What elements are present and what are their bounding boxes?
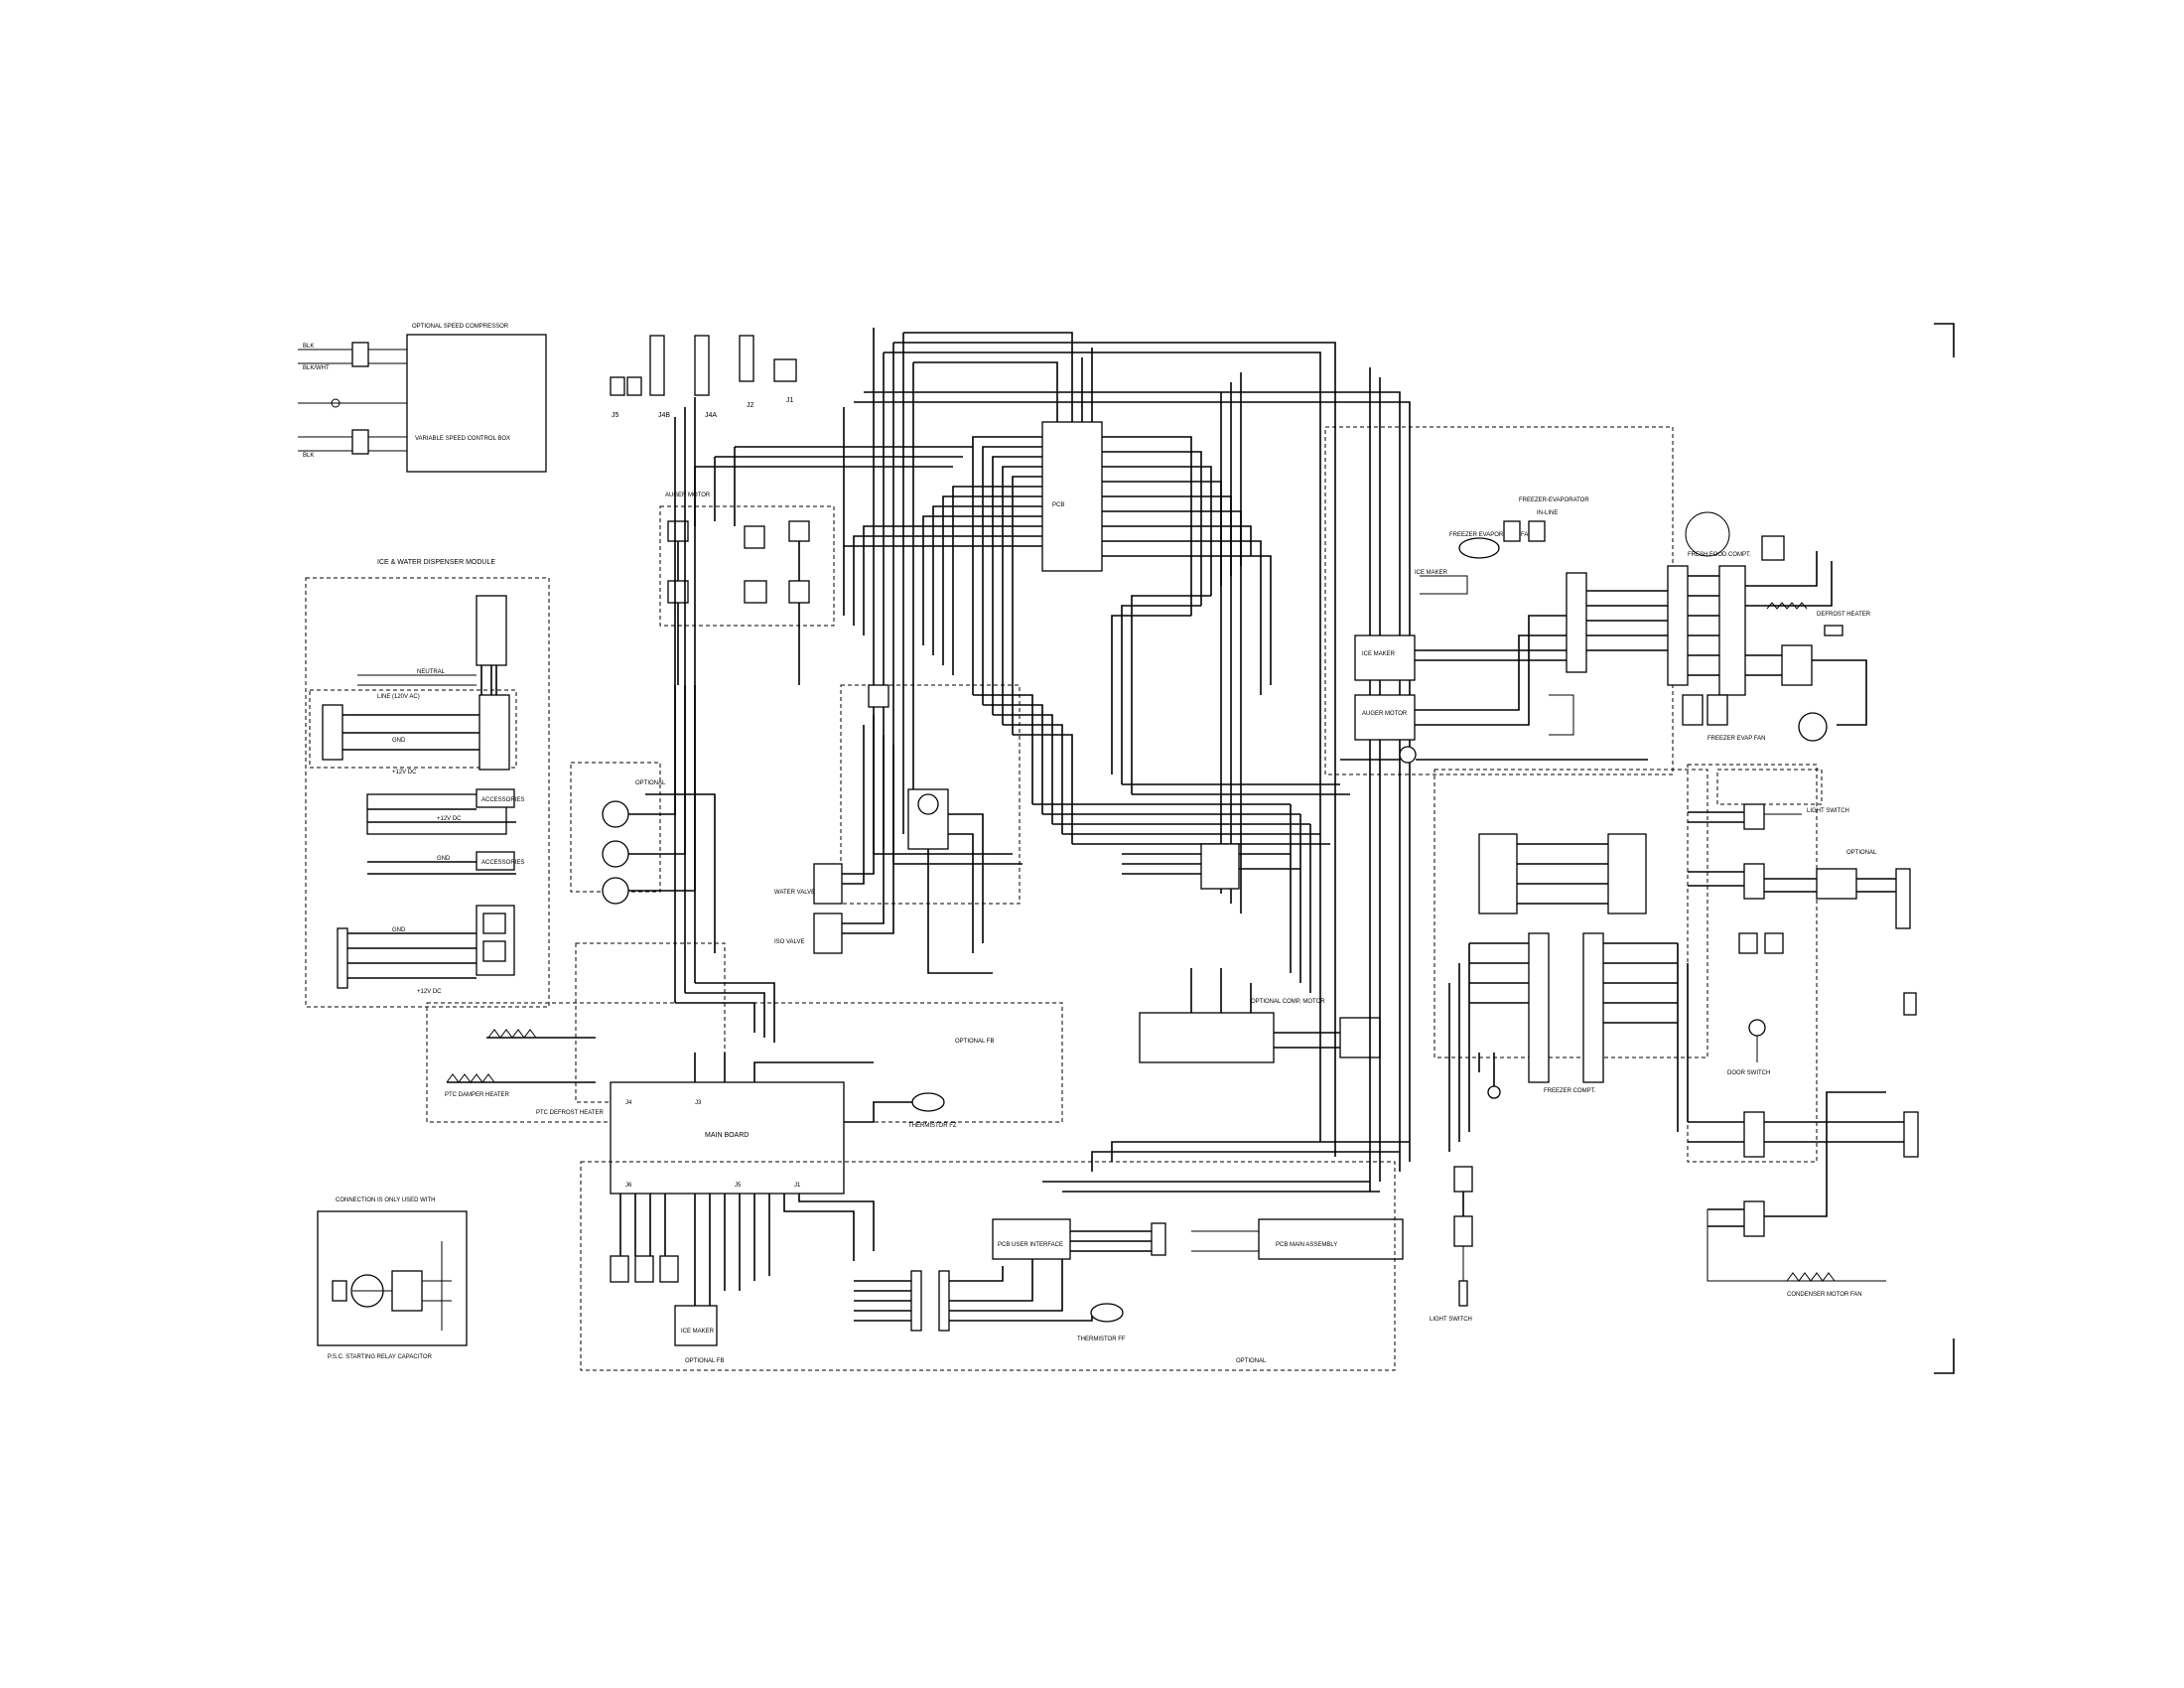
svg-text:PTC DEFROST HEATER: PTC DEFROST HEATER xyxy=(536,1110,604,1116)
svg-text:PTC DAMPER HEATER: PTC DAMPER HEATER xyxy=(445,1092,510,1098)
svg-text:FREEZER EVAP FAN: FREEZER EVAP FAN xyxy=(1707,736,1765,742)
svg-text:NEUTRAL: NEUTRAL xyxy=(417,669,446,675)
svg-text:DOOR SWITCH: DOOR SWITCH xyxy=(1727,1070,1770,1076)
svg-text:FREEZER EVAPORATOR FAN: FREEZER EVAPORATOR FAN xyxy=(1449,532,1533,538)
svg-text:GND: GND xyxy=(392,738,406,744)
svg-text:P.S.C. STARTING RELAY CAPACITO: P.S.C. STARTING RELAY CAPACITOR xyxy=(328,1354,433,1360)
svg-text:J1: J1 xyxy=(786,397,794,404)
svg-text:MAIN BOARD: MAIN BOARD xyxy=(705,1132,749,1139)
svg-text:CONDENSER MOTOR FAN: CONDENSER MOTOR FAN xyxy=(1787,1292,1862,1298)
svg-text:FRESH FOOD COMPT.: FRESH FOOD COMPT. xyxy=(1688,552,1751,558)
svg-text:THERMISTOR FZ: THERMISTOR FZ xyxy=(908,1123,957,1129)
svg-text:GND: GND xyxy=(437,856,451,862)
svg-text:BLK/WHT: BLK/WHT xyxy=(303,365,330,371)
svg-text:J4B: J4B xyxy=(658,412,670,419)
svg-text:J1: J1 xyxy=(794,1183,801,1189)
svg-text:BLK: BLK xyxy=(303,453,314,459)
svg-text:PCB: PCB xyxy=(1052,502,1064,508)
svg-text:ICE & WATER DISPENSER MODULE: ICE & WATER DISPENSER MODULE xyxy=(377,559,495,566)
right-switches: LIGHT SWITCH OPTIONAL DOOR SWITCH CONDEN… xyxy=(1688,769,1919,1298)
water-valve-section: WATER VALVE ISO VALVE xyxy=(774,684,1021,974)
svg-text:ICE MAKER: ICE MAKER xyxy=(681,1329,715,1335)
svg-text:FREEZER COMPT.: FREEZER COMPT. xyxy=(1544,1088,1596,1094)
svg-text:GND: GND xyxy=(392,927,406,933)
svg-text:OPTIONAL: OPTIONAL xyxy=(635,780,666,786)
svg-text:J4: J4 xyxy=(625,1100,632,1106)
svg-text:BLK: BLK xyxy=(303,344,314,350)
ff-lights: OPTIONAL xyxy=(570,685,696,905)
svg-text:ICE MAKER: ICE MAKER xyxy=(1415,570,1448,576)
variable-speed-control-box: OPTIONAL SPEED COMPRESSOR VARIABLE SPEED… xyxy=(298,324,547,473)
ice-water-dispenser-module: ICE & WATER DISPENSER MODULE NEUTRAL LIN… xyxy=(305,559,550,1008)
svg-text:LIGHT SWITCH: LIGHT SWITCH xyxy=(1807,808,1849,814)
center-lower-box: OPTIONAL COMP, MOTOR xyxy=(1122,843,1381,1063)
svg-text:PCB USER INTERFACE: PCB USER INTERFACE xyxy=(998,1242,1063,1248)
bottom-harness: THERMISTOR FF OPTIONAL FB OPTIONAL xyxy=(580,1161,1396,1371)
svg-text:+12V DC: +12V DC xyxy=(392,770,417,775)
svg-text:FREEZER-EVAPORATOR: FREEZER-EVAPORATOR xyxy=(1519,497,1589,503)
svg-text:CONNECTION IS ONLY USED WITH: CONNECTION IS ONLY USED WITH xyxy=(336,1197,435,1203)
svg-text:IN-LINE: IN-LINE xyxy=(1537,510,1558,516)
svg-text:OPTIONAL FB: OPTIONAL FB xyxy=(955,1039,994,1045)
damper-heater-section: PTC DAMPER HEATER PTC DEFROST HEATER OPT… xyxy=(426,942,1063,1123)
svg-text:ACCESSORIES: ACCESSORIES xyxy=(481,860,524,866)
svg-text:+12V DC: +12V DC xyxy=(417,989,442,995)
svg-text:OPTIONAL SPEED COMPRESSOR: OPTIONAL SPEED COMPRESSOR xyxy=(412,324,509,330)
main-board: MAIN BOARD J4 J3 J1 J6 J5 ICE MAKER THER… xyxy=(610,1053,957,1346)
freezer-compartment-connectors: FREEZER COMPT. xyxy=(1433,769,1708,1152)
outer-harness xyxy=(645,367,1411,1193)
pcb-user-interface: PCB USER INTERFACE PCB MAIN ASSEMBLY xyxy=(992,1218,1404,1260)
svg-text:AUGER MOTOR: AUGER MOTOR xyxy=(665,492,711,498)
svg-text:VARIABLE SPEED CONTROL BOX: VARIABLE SPEED CONTROL BOX xyxy=(415,436,510,442)
psc-relay-box: CONNECTION IS ONLY USED WITH P.S.C. STAR… xyxy=(317,1197,468,1360)
svg-text:J3: J3 xyxy=(695,1100,702,1106)
svg-text:OPTIONAL: OPTIONAL xyxy=(1846,850,1877,856)
dispenser-small-modules: AUGER MOTOR xyxy=(659,446,973,685)
svg-text:LINE (120V AC): LINE (120V AC) xyxy=(377,694,420,700)
svg-text:AUGER MOTOR: AUGER MOTOR xyxy=(1362,711,1408,717)
optional-dashed-box xyxy=(1687,764,1818,1163)
svg-text:OPTIONAL FB: OPTIONAL FB xyxy=(685,1358,724,1364)
svg-text:ISO VALVE: ISO VALVE xyxy=(774,939,804,945)
svg-text:J6: J6 xyxy=(625,1183,632,1189)
svg-text:ICE MAKER: ICE MAKER xyxy=(1362,651,1396,657)
fresh-food-compartment: FRESH FOOD COMPT. DEFROST HEATER FREEZER… xyxy=(1667,511,1871,742)
svg-text:J2: J2 xyxy=(747,402,754,409)
svg-text:OPTIONAL: OPTIONAL xyxy=(1236,1358,1267,1364)
svg-text:OPTIONAL COMP, MOTOR: OPTIONAL COMP, MOTOR xyxy=(1251,999,1325,1005)
svg-text:ACCESSORIES: ACCESSORIES xyxy=(481,797,524,803)
connector-legend: J5 J4B J4A J2 J1 xyxy=(610,335,797,419)
svg-text:LIGHT SWITCH: LIGHT SWITCH xyxy=(1430,1317,1472,1323)
svg-text:WATER VALVE: WATER VALVE xyxy=(774,890,815,896)
svg-text:J4A: J4A xyxy=(705,412,717,419)
svg-text:PCB MAIN ASSEMBLY: PCB MAIN ASSEMBLY xyxy=(1276,1242,1337,1248)
svg-text:+12V DC: +12V DC xyxy=(437,816,462,822)
svg-text:J5: J5 xyxy=(735,1183,742,1189)
bottom-light-switch: LIGHT SWITCH xyxy=(1430,1166,1473,1323)
crop-marks xyxy=(1934,323,1955,1374)
svg-text:J5: J5 xyxy=(612,412,619,419)
svg-text:THERMISTOR FF: THERMISTOR FF xyxy=(1077,1336,1126,1342)
svg-text:DEFROST HEATER: DEFROST HEATER xyxy=(1817,612,1871,618)
freezer-evaporator-section: ICE MAKER AUGER MOTOR FREEZER EVAPORATOR… xyxy=(1324,426,1674,775)
